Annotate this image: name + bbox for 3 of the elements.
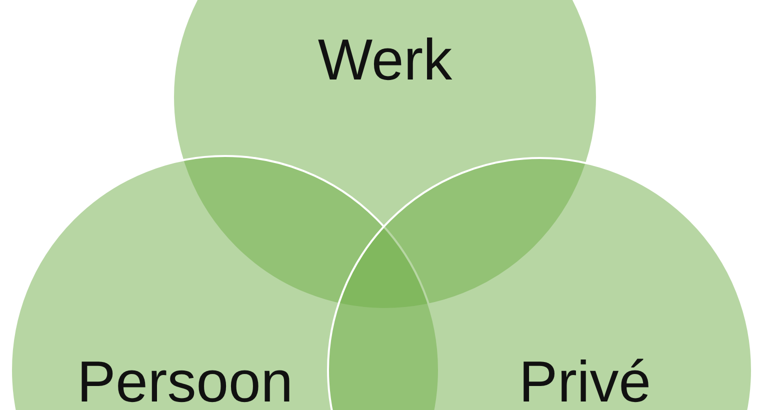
circle-label: Privé — [518, 348, 652, 410]
circle-label: Werk — [318, 26, 452, 94]
circle-label: Persoon — [76, 348, 294, 410]
